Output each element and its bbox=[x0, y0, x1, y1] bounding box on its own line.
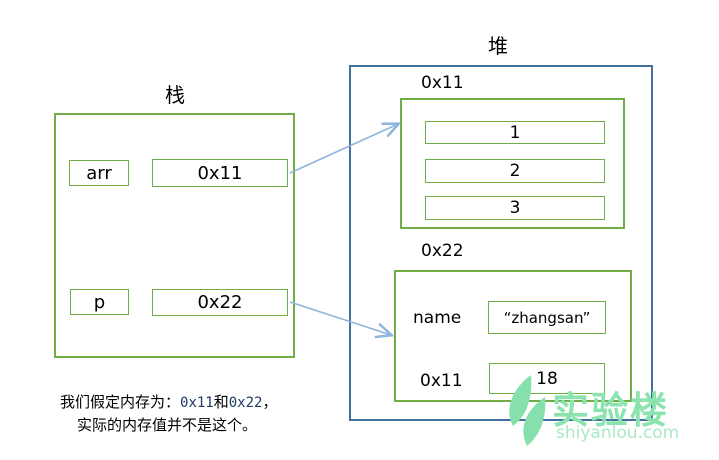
object-field-name-value: “zhangsan” bbox=[488, 301, 606, 334]
caption-line1-prefix: 我们假定内存为： bbox=[60, 393, 181, 411]
stack-box bbox=[54, 113, 295, 358]
array-item-3: 3 bbox=[425, 196, 605, 220]
object-field-age-label: 0x11 bbox=[420, 371, 463, 391]
stack-value-0x11: 0x11 bbox=[152, 159, 288, 187]
object-field-age-value: 18 bbox=[489, 363, 605, 394]
caption-line1: 我们假定内存为：0x11和0x22， bbox=[60, 392, 277, 414]
object-field-name-label: name bbox=[413, 308, 462, 328]
watermark: 实验楼 shiyanlou.com bbox=[496, 372, 696, 447]
caption-addr-0x22: 0x22 bbox=[228, 395, 263, 411]
stack-value-0x22: 0x22 bbox=[152, 289, 288, 316]
watermark-brand: 实验楼 bbox=[552, 389, 669, 432]
heap-title: 堆 bbox=[488, 34, 508, 58]
caption-line1-suffix: ， bbox=[262, 393, 278, 411]
shiyanlou-logo-leaves-icon bbox=[509, 375, 546, 446]
stack-var-arr: arr bbox=[69, 160, 129, 186]
stack-title: 栈 bbox=[165, 83, 185, 107]
array-item-2: 2 bbox=[425, 159, 605, 183]
caption-line1-mid: 和 bbox=[213, 393, 229, 411]
heap-array-address: 0x11 bbox=[421, 73, 464, 93]
array-item-1: 1 bbox=[425, 121, 605, 144]
stack-var-p: p bbox=[70, 289, 129, 315]
caption-line2: 实际的内存值并不是这个。 bbox=[77, 416, 258, 434]
heap-object-address: 0x22 bbox=[421, 241, 464, 261]
caption-addr-0x11: 0x11 bbox=[180, 395, 214, 411]
watermark-domain: shiyanlou.com bbox=[556, 423, 680, 443]
